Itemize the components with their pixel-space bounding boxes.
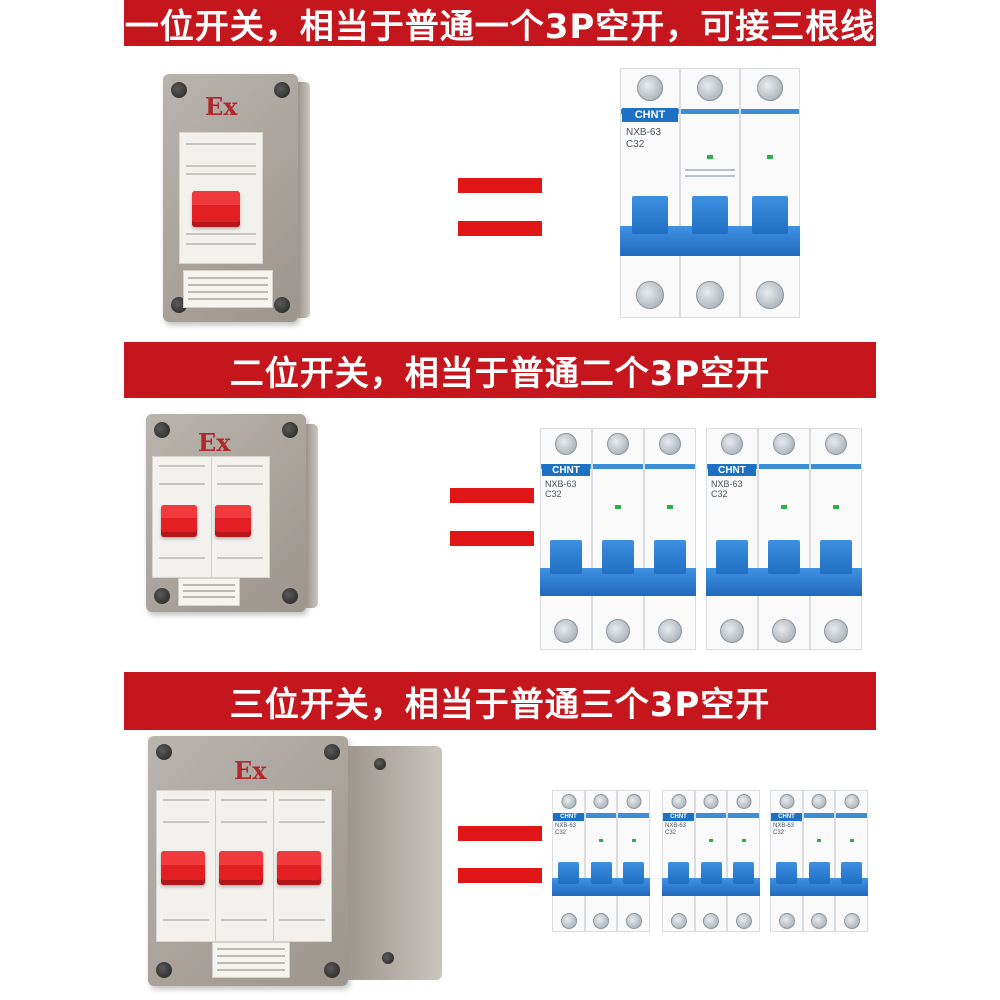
rocker-switch[interactable] <box>277 851 321 885</box>
brand-logo: CHNT <box>542 464 590 476</box>
switch-panel <box>156 790 332 942</box>
breaker-rating: C32 <box>665 830 677 836</box>
breaker-handle[interactable] <box>668 862 689 884</box>
screw-icon <box>374 758 386 770</box>
screw-icon <box>171 82 187 98</box>
screw-icon <box>324 962 340 978</box>
breaker-handle[interactable] <box>591 862 612 884</box>
breaker-handle[interactable] <box>602 540 634 574</box>
breaker-rating: C32 <box>773 830 785 836</box>
equals-sign-icon <box>458 176 542 238</box>
section-1-heading: 一位开关，相当于普通一个3P空开，可接三根线 <box>124 0 876 47</box>
3p-breaker: CHNT NXB-63 C32 <box>552 790 650 932</box>
3p-breaker: CHNT NXB-63 C32 <box>706 428 862 650</box>
breaker-handle[interactable] <box>733 862 754 884</box>
3p-breaker: CHNT NXB-63 C32 <box>662 790 760 932</box>
switch-panel <box>179 132 263 264</box>
breaker-handle[interactable] <box>752 196 788 234</box>
brand-logo: CHNT <box>622 108 678 122</box>
screw-icon <box>156 962 172 978</box>
ex-mark: Ex <box>198 428 231 457</box>
explosion-proof-enclosure-2: Ex <box>146 414 306 612</box>
rocker-switch[interactable] <box>161 851 205 885</box>
breaker-handle[interactable] <box>820 540 852 574</box>
breaker-handle[interactable] <box>809 862 830 884</box>
breaker-model: NXB-63 <box>626 127 662 138</box>
rocker-switch[interactable] <box>161 505 197 537</box>
switch-panel <box>152 456 270 578</box>
breaker-rating: C32 <box>711 489 728 499</box>
breaker-handle[interactable] <box>692 196 728 234</box>
equals-sign-icon <box>458 826 542 886</box>
enclosure-side <box>348 746 442 980</box>
enclosure-side <box>298 82 310 318</box>
breaker-handle[interactable] <box>776 862 797 884</box>
screw-icon <box>282 422 298 438</box>
breaker-model: NXB-63 <box>555 823 577 829</box>
breaker-model: NXB-63 <box>665 823 687 829</box>
brand-logo: CHNT <box>708 464 756 476</box>
section-3-heading: 三位开关，相当于普通三个3P空开 <box>124 672 876 730</box>
breaker-rating: C32 <box>626 139 645 150</box>
ex-mark: Ex <box>234 756 267 785</box>
screw-icon <box>282 588 298 604</box>
breaker-handle[interactable] <box>654 540 686 574</box>
enclosure-side <box>306 424 318 608</box>
screw-icon <box>274 82 290 98</box>
breaker-model: NXB-63 <box>773 823 795 829</box>
explosion-proof-enclosure-1: Ex <box>163 74 298 322</box>
rocker-switch[interactable] <box>192 191 240 227</box>
breaker-model: NXB-63 <box>711 479 743 489</box>
nameplate <box>212 942 290 978</box>
nameplate <box>183 270 273 308</box>
screw-icon <box>154 588 170 604</box>
breaker-handle[interactable] <box>716 540 748 574</box>
screw-icon <box>156 744 172 760</box>
breaker-handle[interactable] <box>558 862 579 884</box>
nameplate <box>178 578 240 606</box>
breaker-handle[interactable] <box>841 862 862 884</box>
screw-icon <box>154 422 170 438</box>
rocker-switch[interactable] <box>219 851 263 885</box>
rocker-switch[interactable] <box>215 505 251 537</box>
breaker-handle[interactable] <box>550 540 582 574</box>
explosion-proof-enclosure-3: Ex <box>148 736 348 986</box>
breaker-handle[interactable] <box>768 540 800 574</box>
3p-breaker: CHNT NXB-63 C32 <box>620 68 800 318</box>
screw-icon <box>324 744 340 760</box>
breaker-handle[interactable] <box>701 862 722 884</box>
3p-breaker: CHNT NXB-63 C32 <box>540 428 696 650</box>
breaker-handle[interactable] <box>632 196 668 234</box>
screw-icon <box>274 297 290 313</box>
breaker-handle[interactable] <box>623 862 644 884</box>
brand-logo: CHNT <box>663 813 694 821</box>
screw-icon <box>382 952 394 964</box>
brand-logo: CHNT <box>553 813 584 821</box>
3p-breaker: CHNT NXB-63 C32 <box>770 790 868 932</box>
equals-sign-icon <box>450 488 534 548</box>
breaker-rating: C32 <box>545 489 562 499</box>
brand-logo: CHNT <box>771 813 802 821</box>
breaker-model: NXB-63 <box>545 479 577 489</box>
breaker-rating: C32 <box>555 830 567 836</box>
section-2-heading: 二位开关，相当于普通二个3P空开 <box>124 342 876 398</box>
ex-mark: Ex <box>205 92 238 121</box>
